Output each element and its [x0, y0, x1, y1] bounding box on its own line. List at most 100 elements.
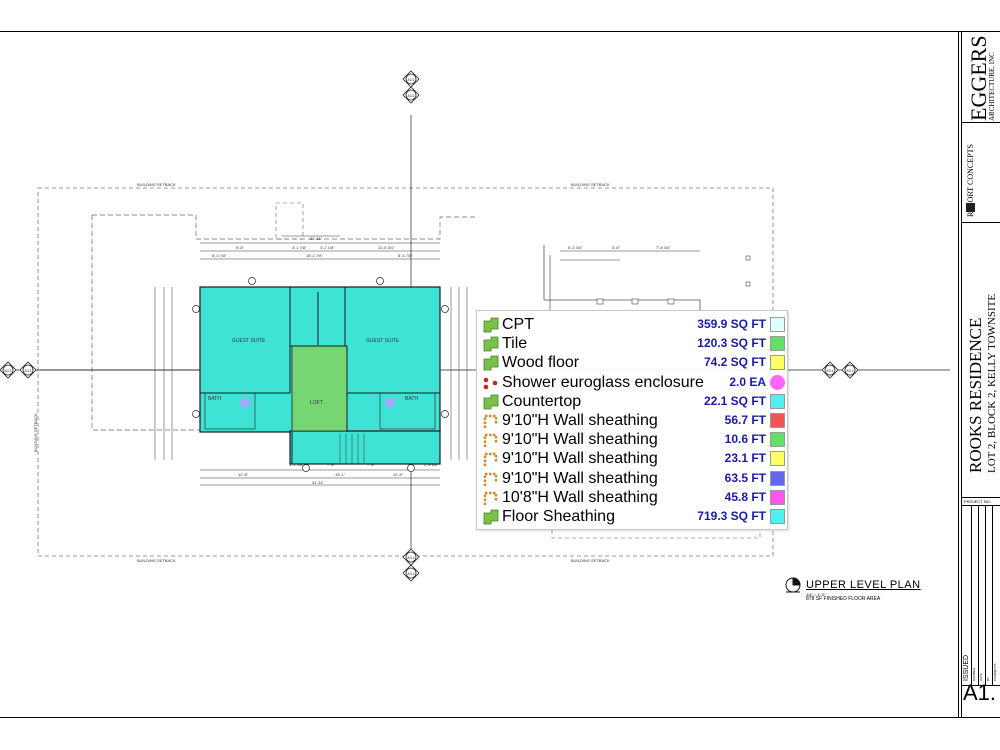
svg-text:A3.1: A3.1 — [407, 78, 414, 82]
legend-quantity: 120.3 SQ FT — [697, 336, 766, 351]
legend-quantity: 56.7 FT — [724, 413, 766, 427]
svg-text:31'-11": 31'-11" — [312, 480, 325, 485]
legend-quantity: 45.8 FT — [724, 489, 766, 504]
linear-icon — [482, 413, 500, 429]
legend-color-swatch — [770, 451, 785, 467]
svg-text:A3.1: A3.1 — [4, 369, 11, 373]
svg-text:15'-1 7/8": 15'-1 7/8" — [306, 253, 323, 258]
project-name: ROOKS RESIDENCE — [966, 317, 985, 473]
setback-label-bottom-left: BUILDING SETBACK — [137, 558, 176, 563]
legend-row[interactable]: CPT 359.9 SQ FT — [477, 315, 787, 334]
setback-label-left: BUILDING SETBACK — [33, 413, 38, 452]
linear-icon — [482, 451, 500, 467]
section-marker-left — [0, 361, 37, 379]
svg-text:3'-2 1/8": 3'-2 1/8" — [320, 245, 335, 250]
legend-label: 9'10"H Wall sheathing — [502, 469, 658, 487]
linear-icon — [482, 471, 500, 487]
issued-table: ISSUED NUMBER DATE BY COMMENTS — [962, 506, 1000, 686]
setback-label-top-left: BUILDING SETBACK — [137, 182, 176, 187]
setback-label-top-right: BUILDING SETBACK — [571, 182, 610, 187]
legend-quantity: 22.1 SQ FT — [703, 393, 766, 408]
setback-label-bottom-right: BUILDING SETBACK — [571, 558, 610, 563]
project-address: LOT 2, BLOCK 2, KELLY TOWNSITE — [986, 293, 998, 473]
legend-quantity: 2.0 EA — [729, 374, 766, 389]
legend-color-swatch — [770, 509, 785, 524]
linear-icon — [482, 432, 500, 448]
count-icon — [482, 375, 500, 391]
area-icon — [482, 509, 500, 525]
legend-label: Countertop — [502, 392, 582, 410]
legend-label: Floor Sheathing — [502, 508, 615, 525]
svg-text:9'-8": 9'-8" — [236, 245, 245, 250]
legend-row[interactable]: 9'10"H Wall sheathing 23.1 FT — [477, 449, 787, 468]
legend-row[interactable]: Shower euroglass enclosure 2.0 EA — [477, 373, 787, 392]
legend-label: 9'10"H Wall sheathing — [502, 412, 658, 429]
svg-text:6'-3 3/4": 6'-3 3/4" — [568, 245, 583, 250]
legend-quantity: 359.9 SQ FT — [697, 317, 766, 331]
svg-text:A3.1: A3.1 — [846, 369, 853, 373]
legend-row[interactable]: Floor Sheathing 719.3 SQ FT — [477, 507, 787, 526]
shower-enclosure-marker — [240, 398, 250, 408]
legend-quantity: 23.1 FT — [724, 451, 766, 466]
room-label-loft: LOFT — [310, 400, 323, 406]
area-icon — [482, 317, 500, 333]
legend-label: Shower euroglass enclosure — [502, 373, 704, 391]
svg-text:A3.1: A3.1 — [407, 556, 414, 560]
linear-icon — [482, 490, 500, 506]
svg-text:12'-8": 12'-8" — [393, 472, 404, 477]
svg-text:8'-4 7/8": 8'-4 7/8" — [212, 253, 227, 258]
titleblock-divider-inner — [961, 31, 962, 718]
firm-block: EGGERS ARCHITECTURE, INC — [962, 31, 1000, 123]
legend-color-swatch — [770, 393, 785, 409]
section-marker-right — [821, 361, 859, 379]
svg-text:3'-1 7/8": 3'-1 7/8" — [292, 245, 307, 250]
area-icon — [482, 336, 500, 352]
legend-color-swatch — [770, 413, 785, 428]
area-icon — [482, 394, 500, 410]
floor-area-fill — [199, 286, 441, 465]
svg-text:7'-8 3/4": 7'-8 3/4" — [656, 245, 671, 250]
section-marker-bottom — [402, 548, 420, 582]
legend-quantity: 719.3 SQ FT — [697, 509, 766, 523]
room-label-bath: BATH — [208, 396, 221, 402]
plan-floor-area-note: 878 SF FINISHED FLOOR AREA — [806, 596, 881, 602]
sheet-number: A1. — [963, 680, 997, 705]
svg-text:8'-4 7/8": 8'-4 7/8" — [398, 253, 413, 258]
area-icon — [482, 355, 500, 371]
room-label-guest-suite: GUEST SUITE — [366, 338, 400, 344]
firm-sub: ARCHITECTURE, INC — [988, 52, 996, 121]
legend-label: Tile — [502, 335, 528, 353]
issued-label: ISSUED — [963, 654, 970, 681]
svg-text:5'-6": 5'-6" — [612, 245, 621, 250]
plan-scale: 1/4" = 1'-0" — [806, 592, 826, 597]
consultant-block: RESORT CONCEPTS — [962, 123, 1000, 223]
section-marker-top — [402, 70, 420, 104]
legend-label: CPT — [502, 316, 534, 333]
legend-row[interactable]: 9'10"H Wall sheathing 56.7 FT — [477, 411, 787, 430]
comments-column-label: COMMENTS — [993, 663, 997, 682]
svg-text:A3.1: A3.1 — [407, 94, 414, 98]
legend-color-swatch — [770, 470, 785, 486]
legend-label: 9'10"H Wall sheathing — [502, 450, 658, 468]
shower-enclosure-marker — [385, 398, 395, 408]
legend-color-swatch — [770, 489, 785, 505]
svg-text:12'-8": 12'-8" — [238, 472, 249, 477]
consultant-logo — [966, 203, 975, 212]
legend-color-swatch — [770, 336, 785, 352]
svg-text:A3.1: A3.1 — [24, 369, 31, 373]
titleblock-divider — [958, 31, 959, 718]
svg-text:15'-1": 15'-1" — [335, 472, 346, 477]
sheet-border-bottom — [0, 717, 1000, 718]
legend-label: 9'10"H Wall sheathing — [502, 431, 658, 449]
project-block: ROOKS RESIDENCE LOT 2, BLOCK 2, KELLY TO… — [962, 223, 1000, 498]
floor-plan-drawing[interactable]: BUILDING SETBACK BUILDING SETBACK BUILDI… — [0, 0, 958, 718]
legend-row[interactable]: Countertop 22.1 SQ FT — [477, 392, 787, 411]
project-number-label: PROJECT NO: — [964, 499, 991, 504]
legend-row[interactable]: Tile 120.3 SQ FT — [477, 334, 787, 353]
room-label-guest-suite: GUEST SUITE — [232, 338, 266, 344]
